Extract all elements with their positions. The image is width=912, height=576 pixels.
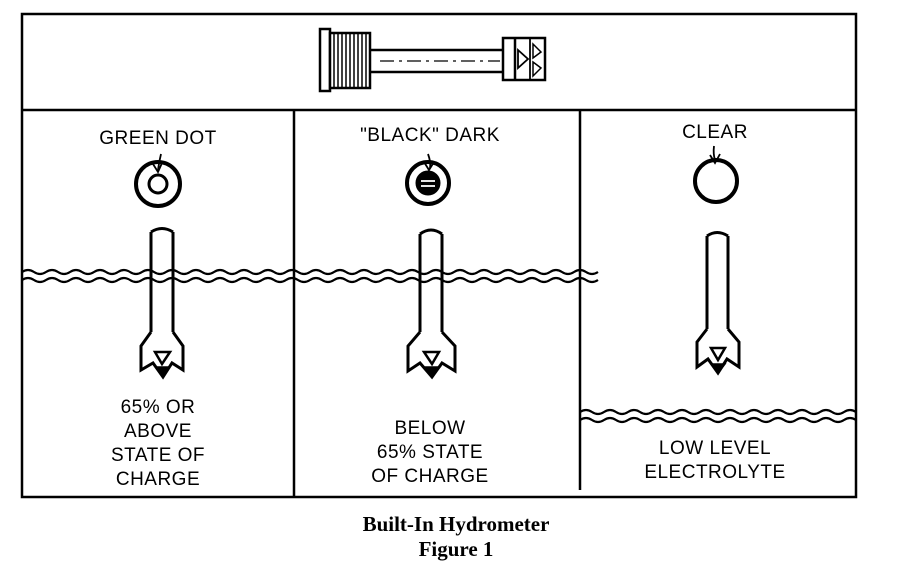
- electrolyte-level-line: [21, 268, 599, 284]
- clear-indicator: [693, 145, 739, 204]
- hydrometer-probe-1: [139, 227, 185, 380]
- state-label-below: BELOW 65% STATE OF CHARGE: [371, 418, 489, 487]
- clear-label: CLEAR: [682, 122, 748, 143]
- hydrometer-probe-3: [695, 231, 741, 376]
- state-label-low-electrolyte: LOW LEVEL ELECTROLYTE: [644, 438, 786, 483]
- green-dot-label: GREEN DOT: [99, 128, 217, 149]
- diagram-frame: [20, 12, 858, 499]
- green-dot-indicator: [134, 153, 182, 208]
- figure-title: Built-In Hydrometer: [362, 512, 550, 536]
- figure-number: Figure 1: [418, 537, 494, 561]
- black-dark-label: "BLACK" DARK: [360, 125, 500, 146]
- black-dark-indicator: [405, 153, 451, 206]
- hydrometer-side-view: [318, 27, 547, 93]
- hydrometer-probe-2: [406, 228, 457, 380]
- low-electrolyte-level-line: [579, 408, 857, 424]
- state-label-charged: 65% OR ABOVE STATE OF CHARGE: [110, 397, 206, 490]
